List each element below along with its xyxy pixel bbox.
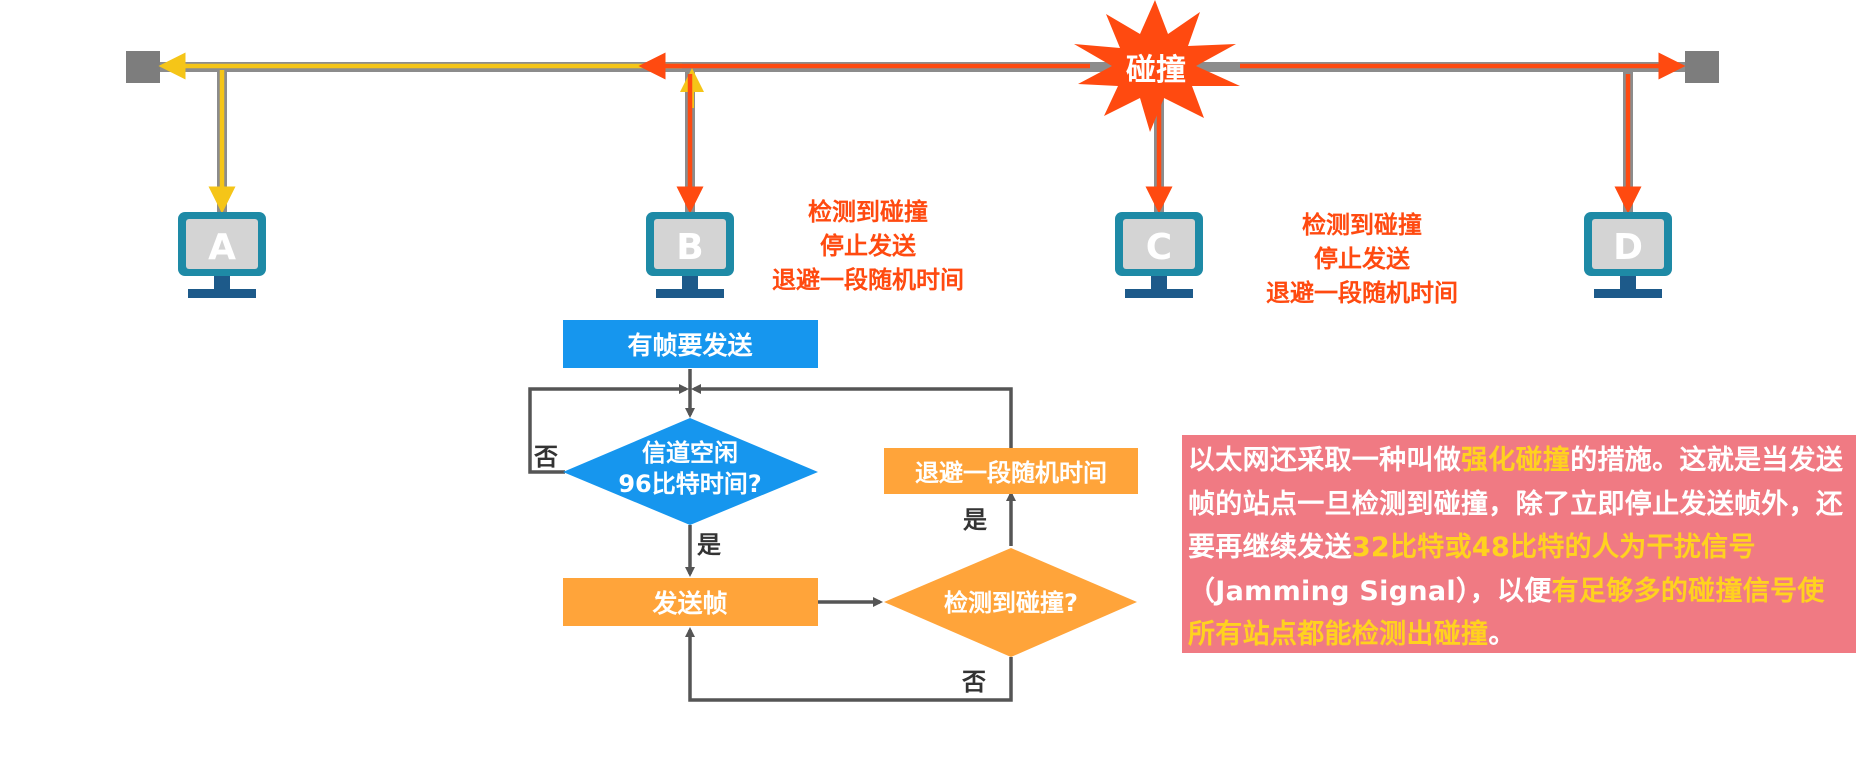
- flow-backoff-box: [884, 448, 1138, 494]
- flow-no-idle-loop: [528, 384, 689, 474]
- flow-decision-idle-line-2: 96比特时间?: [618, 470, 761, 498]
- flow-label-no-idle: 否: [533, 443, 558, 471]
- station-label-a: A: [208, 227, 236, 268]
- station-label-b: B: [676, 227, 703, 268]
- station-label-c: C: [1146, 227, 1172, 268]
- bus-terminator-right: [1685, 51, 1719, 83]
- flow-send-label: 发送帧: [651, 589, 727, 618]
- flow-no-collision-loop: [685, 627, 1013, 702]
- note-highlight-2: 32比特或48比特的人为干扰信号: [1351, 532, 1756, 563]
- flow-decision-idle: [563, 418, 818, 525]
- explanation-note: 以太网还采取一种叫做强化碰撞的措施。这就是当发送帧的站点一旦检测到碰撞，除了立即…: [1182, 435, 1856, 653]
- note-text-3: （Jamming Signal），以便: [1188, 575, 1552, 607]
- annotation-c-line-1: 检测到碰撞: [1302, 211, 1422, 239]
- annotation-b: 检测到碰撞 停止发送 退避一段随机时间: [772, 198, 964, 294]
- flow-decision-idle-line-1: 信道空闲: [642, 439, 738, 467]
- station-b: B: [646, 212, 734, 298]
- bus-network: 碰撞 A B C D: [126, 0, 1719, 307]
- note-text-2: 的措施。这就是当发送帧的站点一旦检测到碰撞，除了立即停止发送帧外，还要再继续发送: [1188, 445, 1844, 563]
- station-d: D: [1584, 212, 1672, 298]
- annotation-c-line-2: 停止发送: [1314, 245, 1411, 273]
- note-highlight-1: 强化碰撞: [1461, 445, 1571, 476]
- station-label-d: D: [1613, 227, 1643, 268]
- flow-backoff-label: 退避一段随机时间: [915, 459, 1107, 487]
- flow-label-yes-collision: 是: [963, 506, 987, 534]
- collision-burst-icon: [1074, 0, 1240, 132]
- flow-send-box: [563, 578, 818, 626]
- station-c: C: [1115, 212, 1203, 298]
- collision-burst: 碰撞: [1074, 0, 1240, 132]
- collision-label: 碰撞: [1126, 53, 1186, 88]
- bus-terminator-left: [126, 51, 160, 83]
- flow-start-label: 有帧要发送: [627, 331, 752, 360]
- station-a: A: [178, 212, 266, 298]
- flow-label-no-collision: 否: [961, 668, 986, 696]
- flow-label-yes-idle: 是: [697, 531, 721, 559]
- annotation-c: 检测到碰撞 停止发送 退避一段随机时间: [1266, 211, 1458, 307]
- flow-backoff-loop: [691, 384, 1013, 458]
- flowchart: 有帧要发送 信道空闲 96比特时间? 发送帧 检测到碰撞? 退避一段随机时间 否…: [528, 320, 1138, 702]
- flow-start-box: [563, 320, 818, 368]
- annotation-b-line-1: 检测到碰撞: [808, 198, 928, 226]
- annotation-b-line-3: 退避一段随机时间: [772, 266, 964, 294]
- note-text-4: 。: [1488, 619, 1516, 650]
- annotation-b-line-2: 停止发送: [820, 232, 917, 260]
- annotation-c-line-3: 退避一段随机时间: [1266, 279, 1458, 307]
- note-text-1: 以太网还采取一种叫做: [1188, 445, 1461, 476]
- flow-decision-collision: [884, 548, 1137, 657]
- note-highlight-3: 有足够多的碰撞信号使所有站点都能检测出碰撞: [1188, 575, 1825, 651]
- flow-decision-collision-label: 检测到碰撞?: [944, 589, 1078, 617]
